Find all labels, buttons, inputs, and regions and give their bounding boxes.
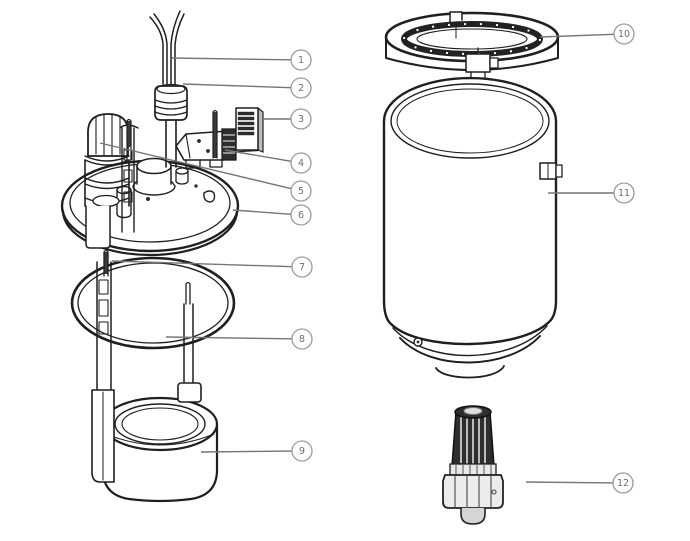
guide-rail xyxy=(96,261,112,399)
callout-circle-4 xyxy=(290,152,312,174)
callout-number: 7 xyxy=(299,262,305,273)
canister-fitting xyxy=(539,162,563,180)
callout-number: 2 xyxy=(298,83,304,94)
callout-11: 11 xyxy=(548,182,635,204)
callout-circle-2 xyxy=(290,77,312,99)
callout-circle-8 xyxy=(291,328,313,350)
leader-line-4 xyxy=(224,149,292,163)
callout-circle-1 xyxy=(290,49,312,71)
callout-3: 3 xyxy=(263,108,312,130)
leader-line-1 xyxy=(171,57,292,61)
callout-4: 4 xyxy=(224,149,312,174)
rod-foot xyxy=(177,382,202,403)
callout-number: 9 xyxy=(299,446,305,457)
callout-circle-5 xyxy=(290,180,312,202)
pump-cup xyxy=(91,382,219,503)
callout-number: 6 xyxy=(298,210,304,221)
ring-pin xyxy=(104,252,108,274)
callout-10: 10 xyxy=(539,23,635,45)
callout-circle-7 xyxy=(291,256,313,278)
wiring-harness xyxy=(149,10,185,85)
callout-circle-9 xyxy=(291,440,313,462)
ring-tab xyxy=(449,11,463,23)
callout-7: 7 xyxy=(111,256,313,278)
check-valve xyxy=(442,405,504,525)
ring-fitting xyxy=(465,47,499,83)
callout-circle-12 xyxy=(612,472,634,494)
wire-grommet xyxy=(154,83,188,121)
flange-plate-assembly xyxy=(60,10,264,257)
leader-line-6 xyxy=(232,209,292,215)
callout-5: 5 xyxy=(99,142,312,202)
callout-8: 8 xyxy=(165,328,313,350)
callout-circle-11 xyxy=(613,182,635,204)
bracket-pin xyxy=(213,112,217,158)
plate-hole xyxy=(194,184,198,188)
callout-number: 1 xyxy=(298,55,304,66)
leader-line-5 xyxy=(99,142,292,190)
callout-number: 8 xyxy=(299,334,305,345)
leader-line-8 xyxy=(165,336,293,340)
callout-number: 4 xyxy=(298,158,304,169)
callout-2: 2 xyxy=(182,77,312,99)
retaining-ring-assembly xyxy=(70,249,236,399)
leader-line-9 xyxy=(200,450,293,453)
bracket-rib-block xyxy=(221,128,237,161)
canister xyxy=(382,76,563,379)
leader-line-12 xyxy=(525,481,614,484)
callout-number: 12 xyxy=(617,478,629,489)
leader-line-10 xyxy=(539,33,615,38)
callout-number: 5 xyxy=(298,186,304,197)
clamp-ring xyxy=(384,11,560,83)
callout-circle-10 xyxy=(613,23,635,45)
sender-float-stack xyxy=(84,113,139,249)
callout-number: 11 xyxy=(618,188,630,199)
retaining-ring xyxy=(70,256,236,350)
callout-number: 3 xyxy=(298,114,304,125)
leader-line-2 xyxy=(182,83,292,89)
plate-slot xyxy=(203,190,216,203)
callout-6: 6 xyxy=(232,204,312,226)
callout-1: 1 xyxy=(171,49,312,71)
callout-12: 12 xyxy=(525,472,634,494)
callout-number: 10 xyxy=(618,29,630,40)
callout-9: 9 xyxy=(200,440,313,462)
terminal-block xyxy=(232,106,264,153)
callout-circle-6 xyxy=(290,204,312,226)
callout-circle-3 xyxy=(290,108,312,130)
plate-hole xyxy=(145,196,151,202)
leader-line-7 xyxy=(111,260,293,268)
guide-rod xyxy=(183,281,194,384)
pin xyxy=(127,121,131,147)
